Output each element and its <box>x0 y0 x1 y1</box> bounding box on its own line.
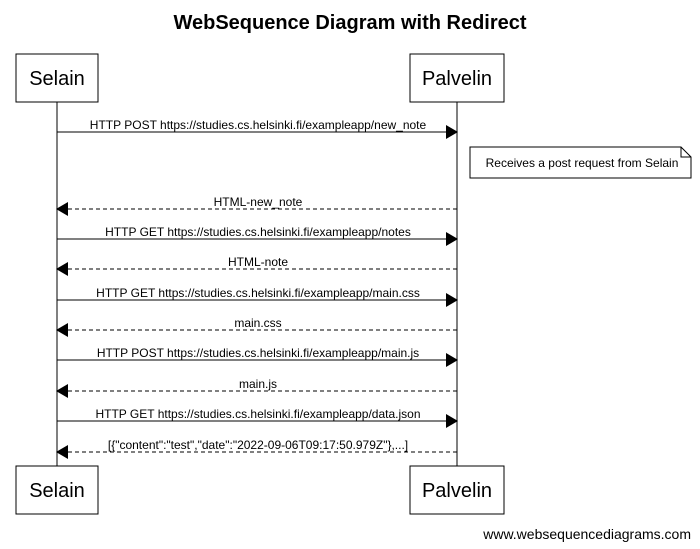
message-label: [{"content":"test","date":"2022-09-06T09… <box>108 438 408 452</box>
message-label: HTML-note <box>228 255 288 269</box>
message-label: HTTP POST https://studies.cs.helsinki.fi… <box>90 118 427 132</box>
message-4: HTML-note <box>56 255 457 276</box>
participant-palvelin-bottom: Palvelin <box>409 465 505 515</box>
message-label: HTTP GET https://studies.cs.helsinki.fi/… <box>96 286 420 300</box>
message-6: main.css <box>56 316 457 337</box>
message-label: HTTP GET https://studies.cs.helsinki.fi/… <box>95 407 420 421</box>
participant-label: Palvelin <box>422 480 492 502</box>
participant-label: Selain <box>29 480 85 502</box>
participant-label: Selain <box>29 68 85 90</box>
participant-label: Palvelin <box>422 68 492 90</box>
note: Receives a post request from Selain <box>469 146 692 179</box>
message-1: HTTP POST https://studies.cs.helsinki.fi… <box>57 118 458 139</box>
message-5: HTTP GET https://studies.cs.helsinki.fi/… <box>57 286 458 307</box>
message-7: HTTP POST https://studies.cs.helsinki.fi… <box>57 346 458 367</box>
message-10: [{"content":"test","date":"2022-09-06T09… <box>56 438 457 459</box>
message-label: HTML-new_note <box>214 195 303 209</box>
participant-selain-top: Selain <box>15 53 99 103</box>
message-2: HTML-new_note <box>56 195 457 216</box>
participant-selain-bottom: Selain <box>15 465 99 515</box>
message-3: HTTP GET https://studies.cs.helsinki.fi/… <box>57 225 458 246</box>
note-text: Receives a post request from Selain <box>486 156 679 170</box>
message-8: main.js <box>56 377 457 398</box>
message-label: main.js <box>239 377 277 391</box>
message-label: HTTP GET https://studies.cs.helsinki.fi/… <box>105 225 411 239</box>
participant-palvelin-top: Palvelin <box>409 53 505 103</box>
diagram-title: WebSequence Diagram with Redirect <box>173 12 526 34</box>
message-label: HTTP POST https://studies.cs.helsinki.fi… <box>97 346 419 360</box>
message-9: HTTP GET https://studies.cs.helsinki.fi/… <box>57 407 458 428</box>
message-label: main.css <box>234 316 281 330</box>
watermark: www.websequencediagrams.com <box>482 526 691 542</box>
